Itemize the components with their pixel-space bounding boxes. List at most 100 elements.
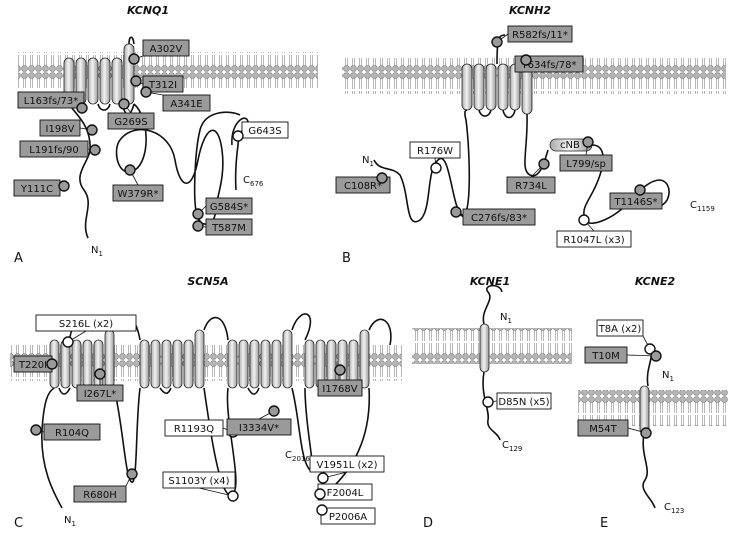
mutation-label-a341e: A341E [170,99,202,110]
mutation-label-t634fs-78: T634fs/78* [520,60,576,71]
mutation-site-marker [268,405,280,417]
mutation-site-marker [46,358,58,370]
mutation-box-t10m [584,346,628,364]
c-terminus-a: C676 [243,175,264,188]
mutation-label-i3334v: I3334V* [239,423,279,434]
mutation-label-l799-sp: L799/sp [566,159,606,170]
mutation-site-marker [582,136,594,148]
mutation-site-marker [491,36,503,48]
mutation-group-b: R582fs/11*T634fs/78*R176WL799/spC108R*R7… [335,25,663,248]
mutation-label-l163fs-73: L163fs/73* [24,96,78,107]
c-terminus-d: C129 [502,440,522,453]
mutation-site-marker [58,180,70,192]
mutation-box-s1103y-x4 [162,471,236,489]
cnb-domain-label: cNB [560,140,580,151]
mutation-label-c108r: C108R* [344,181,382,192]
mutation-group-d: D85N (x5) [482,392,552,410]
panel-e-letter: E [600,516,608,531]
mutation-box-t8a-x2 [596,319,644,337]
panel-d-title: KCNE1 [470,275,510,288]
mutation-label-t1146s: T1146S* [614,197,658,208]
mutation-label-g643s: G643S [248,126,281,137]
mutation-leader-line [198,487,234,497]
mutation-box-w379r [112,184,164,202]
mutation-site-marker [634,184,646,196]
n-terminus-c: N1 [64,515,76,528]
mutation-site-marker [640,427,652,439]
mutation-site-marker [578,214,590,226]
panel-b: KCNH2 cNB N1 C1159 B R582fs/11*T634fs/78… [335,4,726,266]
n-terminus-d: N1 [500,312,512,325]
mutation-box-t634fs-78 [514,55,584,73]
mutation-label-m54t: M54T [589,424,617,435]
mutation-label-i267l: I267L* [84,389,117,400]
mutation-site-marker [538,158,550,170]
mutation-site-marker [89,144,101,156]
mutation-label-g584s: G584S* [210,202,248,213]
mutation-box-c276fs-83 [462,208,536,226]
mutation-site-marker [450,206,462,218]
panel-c: SCN5A [10,275,402,531]
mutation-label-r104q: R104Q [55,428,89,439]
mutation-box-l191fs-90 [19,140,89,158]
mutation-site-marker [30,424,42,436]
n-terminus-a: N1 [91,245,103,258]
mutation-label-t8a-x2: T8A (x2) [598,324,642,335]
mutation-label-v1951l-x2: V1951L (x2) [316,460,377,471]
panel-c-letter: C [14,516,23,531]
mutation-label-s216l-x2: S216L (x2) [59,319,113,330]
helix-bundle-c3 [227,329,293,389]
mutation-site-marker [650,350,662,362]
panel-b-letter: B [342,251,351,266]
mutation-box-i1768v [317,379,363,397]
mutation-box-a302v [142,39,190,57]
mutation-box-l799-sp [559,154,613,172]
mutation-label-g269s: G269S [114,117,147,128]
mutation-box-a341e [162,94,211,112]
mutation-box-s216l-x2 [35,314,137,332]
mutation-box-r582fs-11 [507,25,573,43]
mutation-box-r176w [409,141,461,159]
mutation-site-marker [130,75,142,87]
mutation-box-m54t [577,419,629,437]
mutation-box-i3334v [226,418,292,436]
mutation-site-marker [316,504,328,516]
c-terminus-b: C1159 [690,200,715,213]
mutation-site-marker [140,86,152,98]
helix-bundle-c2 [139,329,205,389]
mutation-site-marker [227,490,239,502]
mutation-site-marker [232,130,244,142]
mutation-box-c108r [335,176,391,194]
mutation-box-r680h [73,485,127,503]
mutation-label-a302v: A302V [150,44,183,55]
mutation-site-marker [124,164,136,176]
mutation-label-c276fs-83: C276fs/83* [471,213,527,224]
mutation-label-t10m: T10M [591,351,619,362]
panel-d-letter: D [423,516,433,531]
mutation-site-marker [520,54,532,66]
mutation-label-w379r: W379R* [118,189,159,200]
mutation-label-p2006a: P2006A [329,512,367,523]
mutation-label-r176w: R176W [417,146,453,157]
mutation-label-r582fs-11: R582fs/11* [512,30,568,41]
mutation-label-r1047l-x3: R1047L (x3) [563,235,624,246]
mutation-box-t312i [142,75,184,93]
mutation-group-e: T8A (x2) T10M M54T [577,319,662,439]
mutation-site-marker [94,368,106,380]
mutation-label-t587m: T587M [211,223,246,234]
mutation-site-marker [314,488,326,500]
n-terminus-b: N1 [362,155,374,168]
panel-a: KCNQ1 N1 C676 A A302VT312IA341EL163fs/73… [13,4,318,266]
mutation-label-r680h: R680H [83,490,117,501]
panel-c-title: SCN5A [187,275,228,288]
mutation-site-marker [76,102,88,114]
mutation-box-t587m [205,218,253,236]
mutation-label-t220i: T220I [18,360,47,371]
c-terminus-c: C2016 [285,450,310,463]
mutation-box-r104q [43,423,101,441]
